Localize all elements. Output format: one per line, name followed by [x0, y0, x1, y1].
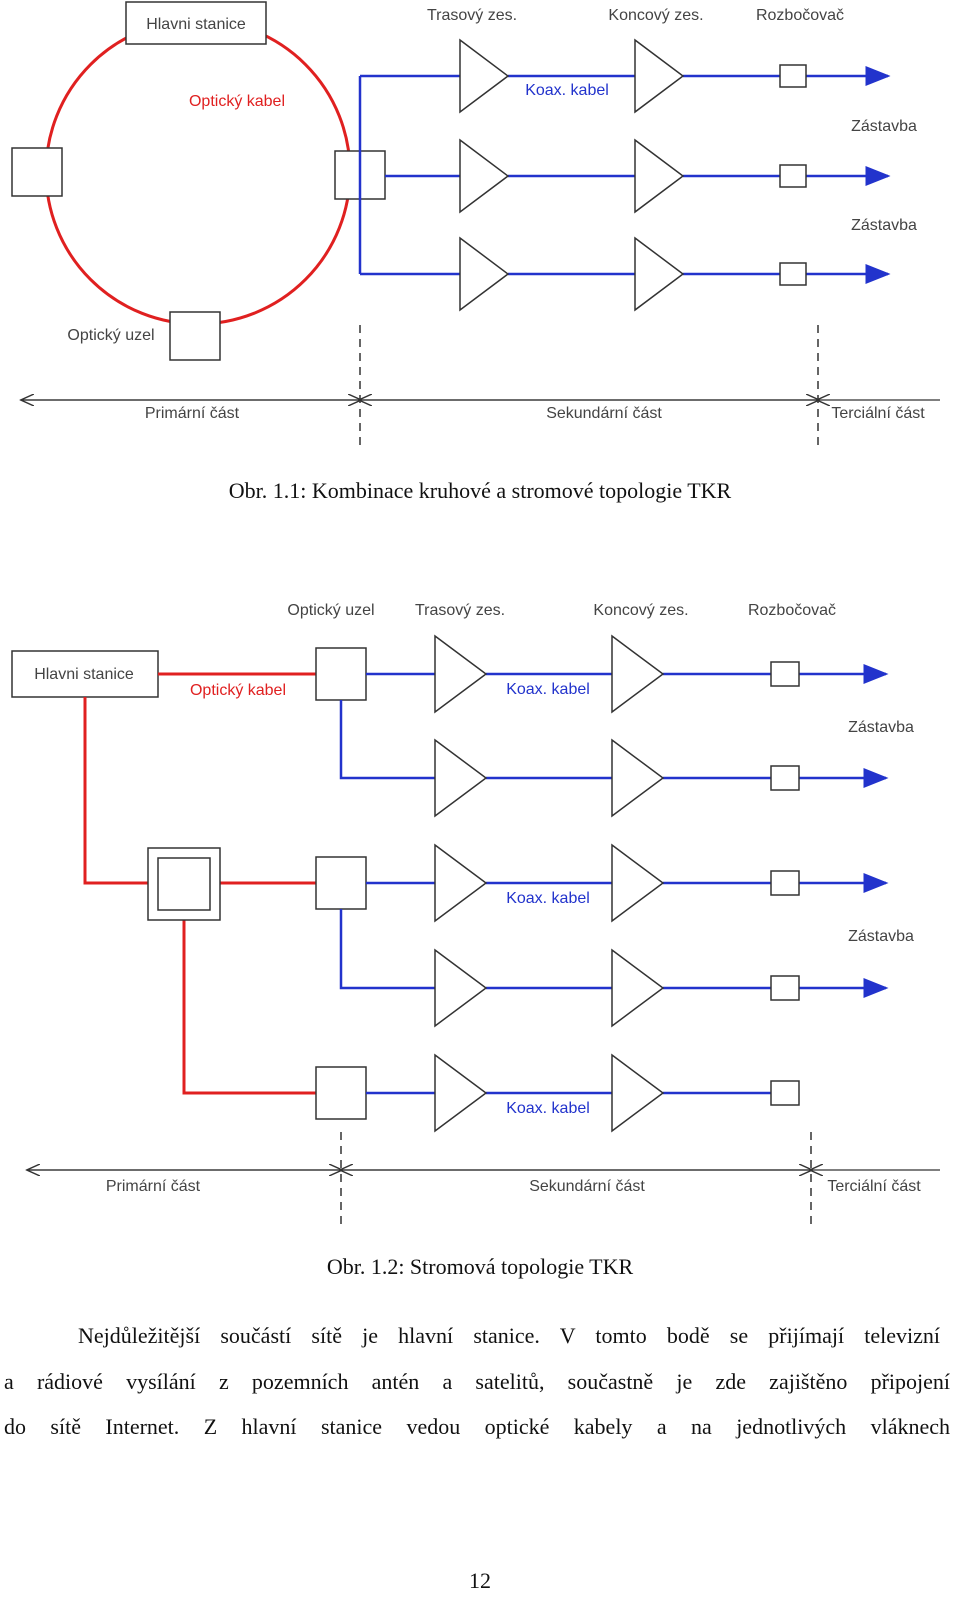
- paragraph-line-1: Nejdůležitější součástí sítě je hlavní s…: [78, 1323, 940, 1348]
- trunk-amp-1: [459, 38, 510, 114]
- trunk-amp-2: [434, 738, 488, 818]
- end-amp-1: [611, 634, 665, 714]
- optical-cable-label: Optický kabel: [190, 682, 286, 699]
- tertiary-part-label: Terciální část: [831, 405, 925, 422]
- trunk-amp-5: [434, 1053, 488, 1133]
- end-amp-5: [611, 1053, 665, 1133]
- paragraph-line-3: do sítě Internet. Z hlavní stanice vedou…: [4, 1414, 950, 1439]
- head-station-box: [125, 1, 267, 45]
- optical-node-left: [11, 147, 63, 197]
- end-amp-4: [611, 948, 665, 1028]
- head-station-box: [11, 650, 159, 698]
- secondary-part-label: Sekundární část: [529, 1178, 645, 1195]
- trunk-amp-label: Trasový zes.: [427, 7, 517, 24]
- trunk-amp-3: [434, 843, 488, 923]
- optical-ring: [44, 18, 352, 326]
- coax-cable-label-1: Koax. kabel: [506, 681, 590, 698]
- end-amp-2: [634, 138, 685, 214]
- hub-node-inner: [157, 857, 211, 911]
- figure1-caption: Obr. 1.1: Kombinace kruhové a stromové t…: [228, 478, 732, 503]
- figure-ring-tree-topology: Hlavni stanice Optický kabel Optický uze…: [11, 1, 940, 445]
- paragraph-line-2: a rádiové vysílání z pozemních antén a s…: [4, 1369, 950, 1394]
- end-amp-label: Koncový zes.: [608, 7, 703, 24]
- building-label-2: Zástavba: [848, 928, 914, 945]
- optical-node-1: [315, 647, 367, 701]
- trunk-amp-4: [434, 948, 488, 1028]
- splitter-1: [779, 64, 807, 88]
- coax-tree: [358, 66, 891, 284]
- splitter-label: Rozbočovač: [748, 602, 836, 619]
- primary-part-label: Primární část: [145, 405, 240, 422]
- building-label-1: Zástavba: [848, 719, 914, 736]
- splitter-2: [770, 765, 800, 791]
- trunk-amp-2: [459, 138, 510, 214]
- coax-cable-label-2: Koax. kabel: [506, 890, 590, 907]
- figure-tree-topology: Optický uzel Trasový zes. Koncový zes. R…: [11, 602, 940, 1228]
- splitter-3: [770, 870, 800, 896]
- trunk-amp-1: [434, 634, 488, 714]
- primary-part-label: Primární část: [106, 1178, 201, 1195]
- optical-node-3: [315, 1066, 367, 1120]
- end-amp-3: [611, 843, 665, 923]
- head-station-label: Hlavni stanice: [34, 666, 134, 683]
- optical-lines: [83, 672, 316, 1095]
- end-amp-label: Koncový zes.: [593, 602, 688, 619]
- splitter-4: [770, 975, 800, 1001]
- splitter-5: [770, 1080, 800, 1106]
- head-station-label: Hlavni stanice: [146, 16, 246, 33]
- coax-cable-label-3: Koax. kabel: [506, 1100, 590, 1117]
- tertiary-part-label: Terciální část: [827, 1178, 921, 1195]
- optical-cable-label: Optický kabel: [189, 93, 285, 110]
- building-label-1: Zástavba: [851, 118, 917, 135]
- splitter-label: Rozbočovač: [756, 7, 844, 24]
- end-amp-2: [611, 738, 665, 818]
- optical-node-2: [315, 856, 367, 910]
- trunk-amp-3: [459, 236, 510, 312]
- figure2-caption: Obr. 1.2: Stromová topologie TKR: [326, 1254, 634, 1279]
- splitter-1: [770, 661, 800, 687]
- building-label-2: Zástavba: [851, 217, 917, 234]
- optical-node-bottom: [169, 311, 221, 361]
- page-number: 12: [469, 1568, 491, 1593]
- splitter-2: [779, 164, 807, 188]
- end-amp-3: [634, 236, 685, 312]
- coax-lines: [339, 664, 889, 1095]
- coax-cable-label: Koax. kabel: [525, 82, 609, 99]
- secondary-part-label: Sekundární část: [546, 405, 662, 422]
- trunk-amp-label: Trasový zes.: [415, 602, 505, 619]
- splitter-3: [779, 262, 807, 286]
- end-amp-1: [634, 38, 685, 114]
- optical-node-label: Optický uzel: [287, 602, 374, 619]
- optical-node-label: Optický uzel: [67, 327, 154, 344]
